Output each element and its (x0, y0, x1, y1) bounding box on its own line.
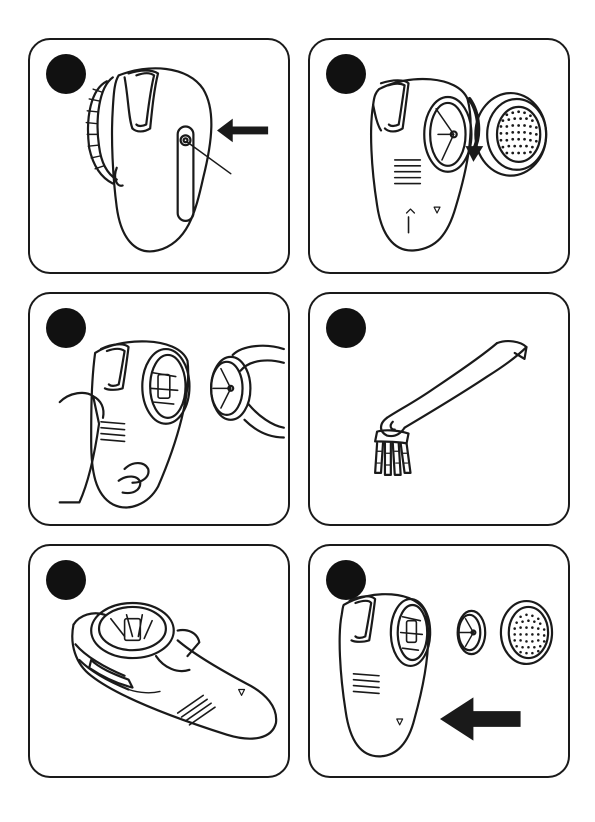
open-compartment-illustration (30, 546, 288, 776)
step-panel-3 (28, 292, 290, 526)
mesh-pattern (513, 614, 545, 655)
remove-blade-illustration (30, 294, 288, 524)
power-switch-illustration (30, 40, 288, 272)
step-panel-6 (308, 544, 570, 778)
cleaning-brush-illustration (310, 294, 568, 524)
step-panel-5 (28, 544, 290, 778)
step-panel-2 (308, 38, 570, 274)
arrow-left-icon (440, 697, 521, 740)
mesh-pattern (500, 110, 538, 154)
step-panel-1 (28, 38, 290, 274)
step-panel-4 (308, 292, 570, 526)
reassemble-illustration (310, 546, 568, 776)
remove-cover-illustration (310, 40, 568, 272)
